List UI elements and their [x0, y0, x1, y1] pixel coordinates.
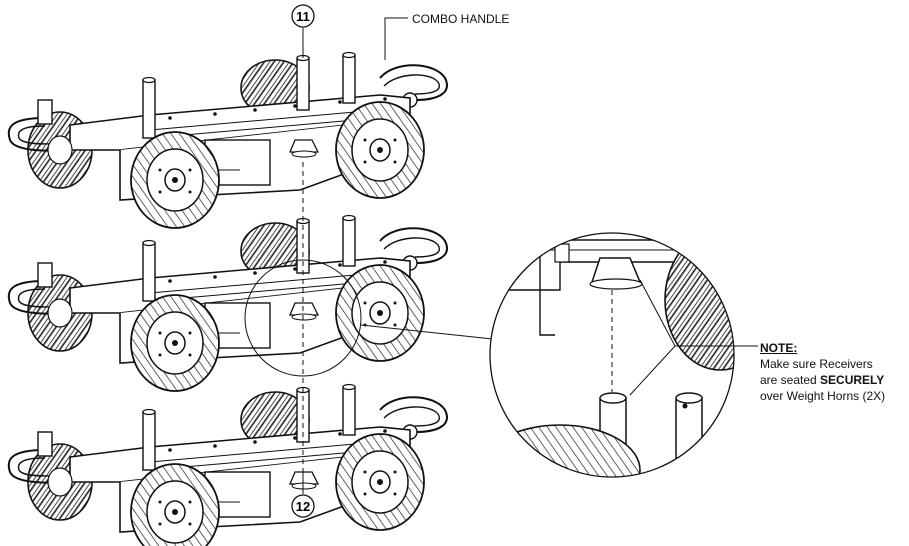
- note-title: NOTE:: [760, 341, 798, 355]
- note-line-1: Make sure Receivers: [760, 357, 873, 371]
- combo-handle-leader: [384, 17, 408, 60]
- cart-top: [7, 51, 448, 229]
- note-line-2-text: are seated: [760, 373, 821, 387]
- note-line-2: are seated SECURELY: [760, 372, 885, 388]
- callout-12-circle: [291, 494, 315, 518]
- callout-11-circle: [291, 4, 315, 28]
- detail-source-circle: [244, 259, 362, 377]
- cart-middle: [7, 214, 448, 392]
- note-box: NOTE: Make sure Receivers are seated SEC…: [760, 340, 885, 404]
- note-emphasis: SECURELY: [820, 373, 885, 387]
- callout-11-text: 11: [296, 9, 310, 24]
- callout-12-text: 12: [296, 499, 310, 514]
- note-leader: [629, 279, 758, 396]
- note-line-3: over Weight Horns (2X): [760, 389, 886, 403]
- combo-handle-label: COMBO HANDLE: [412, 12, 510, 26]
- detail-magnified-view: [489, 232, 735, 478]
- cart-bottom: [7, 383, 448, 546]
